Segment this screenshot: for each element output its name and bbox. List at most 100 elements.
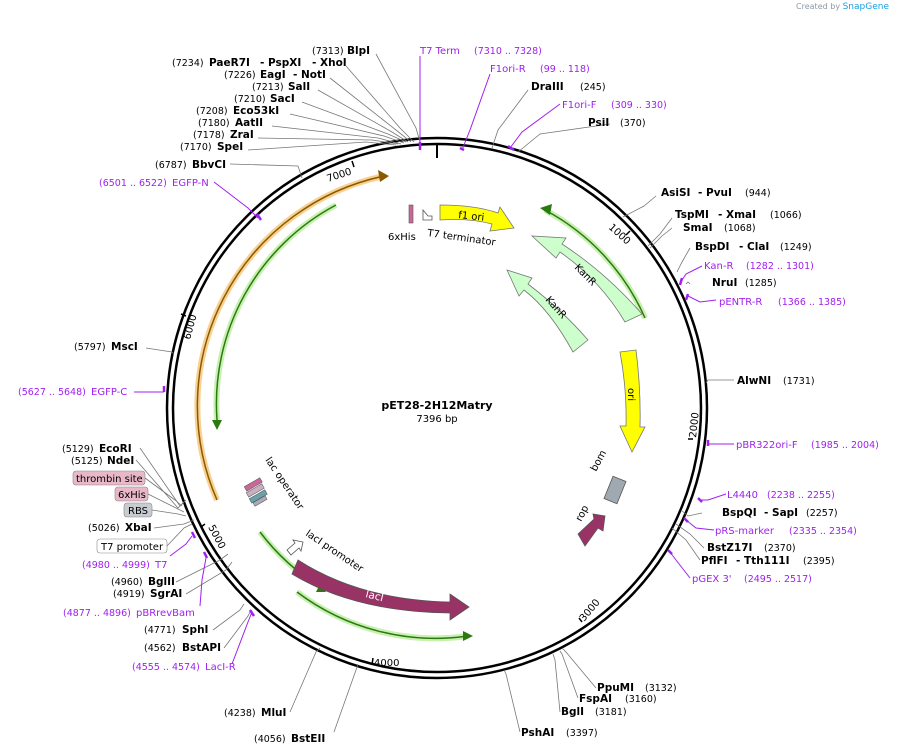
- rbs-label: RBS: [128, 506, 148, 517]
- green-feature-arc-right-core: [544, 209, 646, 319]
- site-pos-asisi: (944): [745, 188, 771, 199]
- primer-l4440: L4440: [727, 490, 758, 501]
- primer-pos-pgex3: (2495 .. 2517): [744, 574, 812, 585]
- primer-pbrrevbam: pBRrevBam: [136, 608, 195, 619]
- site-sali: SalI: [288, 81, 310, 93]
- primer-t7: T7: [154, 560, 167, 571]
- site-xmai: - XmaI: [718, 209, 756, 221]
- site-pspxi: - PspXI: [260, 57, 301, 69]
- site-pos-nrui: (1285): [745, 278, 777, 289]
- site-eco53ki: Eco53kI: [233, 105, 279, 117]
- site-psii: PsiI: [588, 117, 609, 129]
- green-feature-arc-left-core: [215, 204, 337, 421]
- primer-egfp-n: EGFP-N: [172, 178, 209, 189]
- primer-pos-egfp-c: (5627 .. 5648): [18, 387, 86, 398]
- primer-prs-marker: pRS-marker: [715, 526, 775, 537]
- site-pos-fspai: (3160): [625, 694, 657, 705]
- site-pos-alwni: (1731): [783, 376, 815, 387]
- primer-f1ori-f: F1ori-F: [562, 100, 597, 111]
- site-ppumi: PpuMI: [597, 682, 634, 694]
- site-sapi: - SapI: [764, 507, 798, 519]
- primer-kan-r: Kan-R: [704, 261, 733, 272]
- site-xbai: XbaI: [125, 522, 152, 534]
- site-pos-saci: (7210): [234, 94, 266, 105]
- primer-pos-egfp-n: (6501 .. 6522): [99, 178, 167, 189]
- restriction-sites: (7313) BlpI (7234) PaeR7I - PspXI - XhoI…: [62, 45, 838, 745]
- site-fspai: FspAI: [579, 693, 612, 705]
- green-feature-arc-bottom-2-core: [296, 591, 469, 640]
- site-pos-pflfi: (2395): [803, 556, 835, 567]
- his6-top-label: 6xHis: [388, 232, 416, 243]
- lac-operator-marks: [243, 477, 268, 507]
- site-pos-bspdi: (1249): [780, 242, 812, 253]
- site-alwni: AlwNI: [737, 375, 771, 387]
- site-pos-blpi: (7313): [312, 46, 344, 57]
- site-pos-pshai: (3397): [566, 728, 598, 739]
- boxed-features: thrombin site 6xHis RBS T7 promoter: [72, 470, 168, 554]
- laci-promoter-icon: [286, 539, 304, 556]
- primer-egfp-c: EGFP-C: [91, 387, 127, 398]
- site-pos-smai: (1068): [724, 223, 756, 234]
- boxed-feature-connectors: [144, 477, 193, 547]
- primer-connectors: [134, 56, 734, 665]
- primer-pos-pbr322ori-f: (1985 .. 2004): [811, 440, 879, 451]
- site-ecori: EcoRI: [99, 443, 132, 455]
- site-pos-draiii: (245): [580, 82, 606, 93]
- orange-arrowhead: [378, 170, 389, 182]
- backbone-outer: [165, 136, 709, 680]
- site-pos-tspmi: (1066): [770, 210, 802, 221]
- primer-labels: T7 Term (7310 .. 7328) F1ori-R (99 .. 11…: [18, 46, 879, 673]
- site-tth111i: - Tth111I: [736, 555, 790, 567]
- primer-pos-f1ori-r: (99 .. 118): [540, 64, 590, 75]
- primer-f1ori-r: F1ori-R: [490, 64, 526, 75]
- green-arrowhead-right: [540, 204, 552, 215]
- tick-6000: 6000: [182, 313, 199, 340]
- site-bstz17i: BstZ17I: [707, 542, 752, 554]
- site-bstapi: BstAPI: [182, 642, 221, 654]
- site-pos-spei: (7170): [180, 142, 212, 153]
- plasmid-length: 7396 bp: [416, 414, 457, 425]
- site-bsteii: BstEII: [291, 733, 325, 745]
- t7-terminator-icon: [422, 208, 433, 221]
- site-pos-ecori: (5129): [62, 444, 94, 455]
- site-pos-eco53ki: (7208): [196, 106, 228, 117]
- bom-box: [603, 475, 627, 505]
- site-nrui: NruI: [712, 277, 737, 289]
- site-draiii: DraIII: [531, 81, 564, 93]
- tick-4000: 4000: [374, 658, 399, 669]
- f1-ori-arrow: [439, 204, 515, 232]
- tick-5000: 5000: [205, 523, 227, 551]
- green-arrowhead-left: [212, 420, 222, 430]
- site-pos-msci: (5797): [74, 342, 106, 353]
- site-spei: SpeI: [217, 141, 243, 153]
- primer-pos-prs-marker: (2335 .. 2354): [789, 526, 857, 537]
- site-pos-sgrai: (4919): [113, 589, 145, 600]
- site-bbvci: BbvCI: [192, 159, 226, 171]
- site-pos-sali: (7213): [252, 82, 284, 93]
- primer-pos-f1ori-f: (309 .. 330): [611, 100, 667, 111]
- t7-promoter-label: T7 promoter: [100, 542, 164, 553]
- site-pos-mlui: (4238): [224, 708, 256, 719]
- site-pos-eagi: (7226): [224, 70, 256, 81]
- site-clai: - ClaI: [739, 241, 769, 253]
- plasmid-name: pET28-2H12Matry: [381, 399, 492, 412]
- site-pos-sphi: (4771): [144, 625, 176, 636]
- site-aatii: AatII: [235, 117, 263, 129]
- site-pos-xbai: (5026): [88, 523, 120, 534]
- lac-operator-label: lac operator: [263, 456, 306, 513]
- snapgene-brand: Created by SnapGene: [796, 2, 889, 12]
- site-pvui: - PvuI: [698, 187, 732, 199]
- primer-laci-r: LacI-R: [205, 662, 236, 673]
- site-bgli: BglI: [561, 706, 584, 718]
- site-pos-zrai: (7178): [193, 130, 225, 141]
- tick-3000: 3000: [578, 597, 603, 624]
- f1-ori-label: f1 ori: [458, 210, 485, 224]
- ori-arrow: [619, 349, 646, 453]
- site-sphi: SphI: [182, 624, 208, 636]
- tick-marks: [180, 160, 693, 666]
- green-arrowhead-bottom-2: [463, 631, 473, 641]
- site-bspqi: BspQI: [722, 507, 757, 519]
- laci-arrow: [291, 559, 470, 621]
- site-pos-psii: (370): [620, 118, 646, 129]
